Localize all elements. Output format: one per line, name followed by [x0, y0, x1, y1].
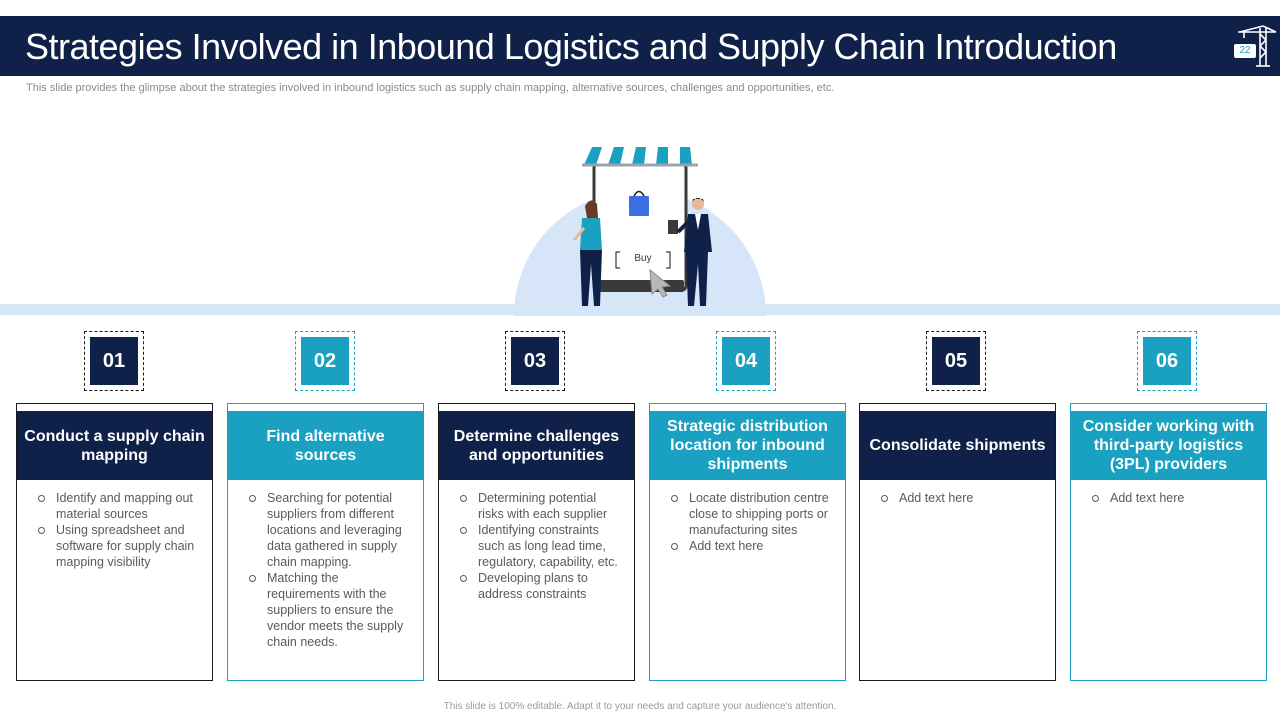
bullet-item: Determining potential risks with each su… [455, 490, 625, 522]
slide-subtitle: This slide provides the glimpse about th… [26, 82, 835, 94]
page-number: 22 [1234, 44, 1256, 58]
step-number-box: 05 [926, 331, 986, 391]
step-number: 04 [722, 337, 770, 385]
step-number-box: 06 [1137, 331, 1197, 391]
bullet-item: Using spreadsheet and software for suppl… [33, 522, 203, 570]
card-bullets: Add text here [1087, 490, 1257, 506]
step-number-box: 04 [716, 331, 776, 391]
bullet-item: Developing plans to address constraints [455, 570, 625, 602]
crane-icon [1238, 25, 1277, 67]
step-number: 03 [511, 337, 559, 385]
card-title: Consolidate shipments [860, 411, 1055, 480]
card-title: Conduct a supply chain mapping [17, 411, 212, 480]
step-number: 06 [1143, 337, 1191, 385]
strategy-card: Find alternative sources Searching for p… [227, 403, 424, 681]
footer-note: This slide is 100% editable. Adapt it to… [443, 701, 837, 712]
card-bullets: Locate distribution centre close to ship… [666, 490, 836, 554]
strategy-card: Determine challenges and opportunities D… [438, 403, 635, 681]
step-number-box: 01 [84, 331, 144, 391]
bullet-item: Add text here [666, 538, 836, 554]
strategy-card: Consolidate shipments Add text here [859, 403, 1056, 681]
card-bullets: Determining potential risks with each su… [455, 490, 625, 602]
title-bar [0, 16, 1280, 76]
step-number: 02 [301, 337, 349, 385]
card-bullets: Identify and mapping out material source… [33, 490, 203, 570]
buy-button-label: Buy [634, 253, 652, 264]
step-number-box: 02 [295, 331, 355, 391]
bullet-item: Add text here [876, 490, 1046, 506]
step-number: 01 [90, 337, 138, 385]
strategy-card: Consider working with third-party logist… [1070, 403, 1267, 681]
card-title: Consider working with third-party logist… [1071, 411, 1266, 480]
card-bullets: Add text here [876, 490, 1046, 506]
bullet-item: Searching for potential suppliers from d… [244, 490, 414, 570]
card-title: Strategic distribution location for inbo… [650, 411, 845, 480]
strategy-card: Strategic distribution location for inbo… [649, 403, 846, 681]
slide-title: Strategies Involved in Inbound Logistics… [25, 26, 1117, 67]
step-number-box: 03 [505, 331, 565, 391]
bullet-item: Add text here [1087, 490, 1257, 506]
card-title: Determine challenges and opportunities [439, 411, 634, 480]
card-title: Find alternative sources [228, 411, 423, 480]
strategy-card: Conduct a supply chain mapping Identify … [16, 403, 213, 681]
online-shop-illustration [514, 145, 766, 316]
bullet-item: Identifying constraints such as long lea… [455, 522, 625, 570]
bullet-item: Identify and mapping out material source… [33, 490, 203, 522]
bullet-item: Locate distribution centre close to ship… [666, 490, 836, 538]
card-bullets: Searching for potential suppliers from d… [244, 490, 414, 650]
step-number: 05 [932, 337, 980, 385]
bullet-item: Matching the requirements with the suppl… [244, 570, 414, 650]
